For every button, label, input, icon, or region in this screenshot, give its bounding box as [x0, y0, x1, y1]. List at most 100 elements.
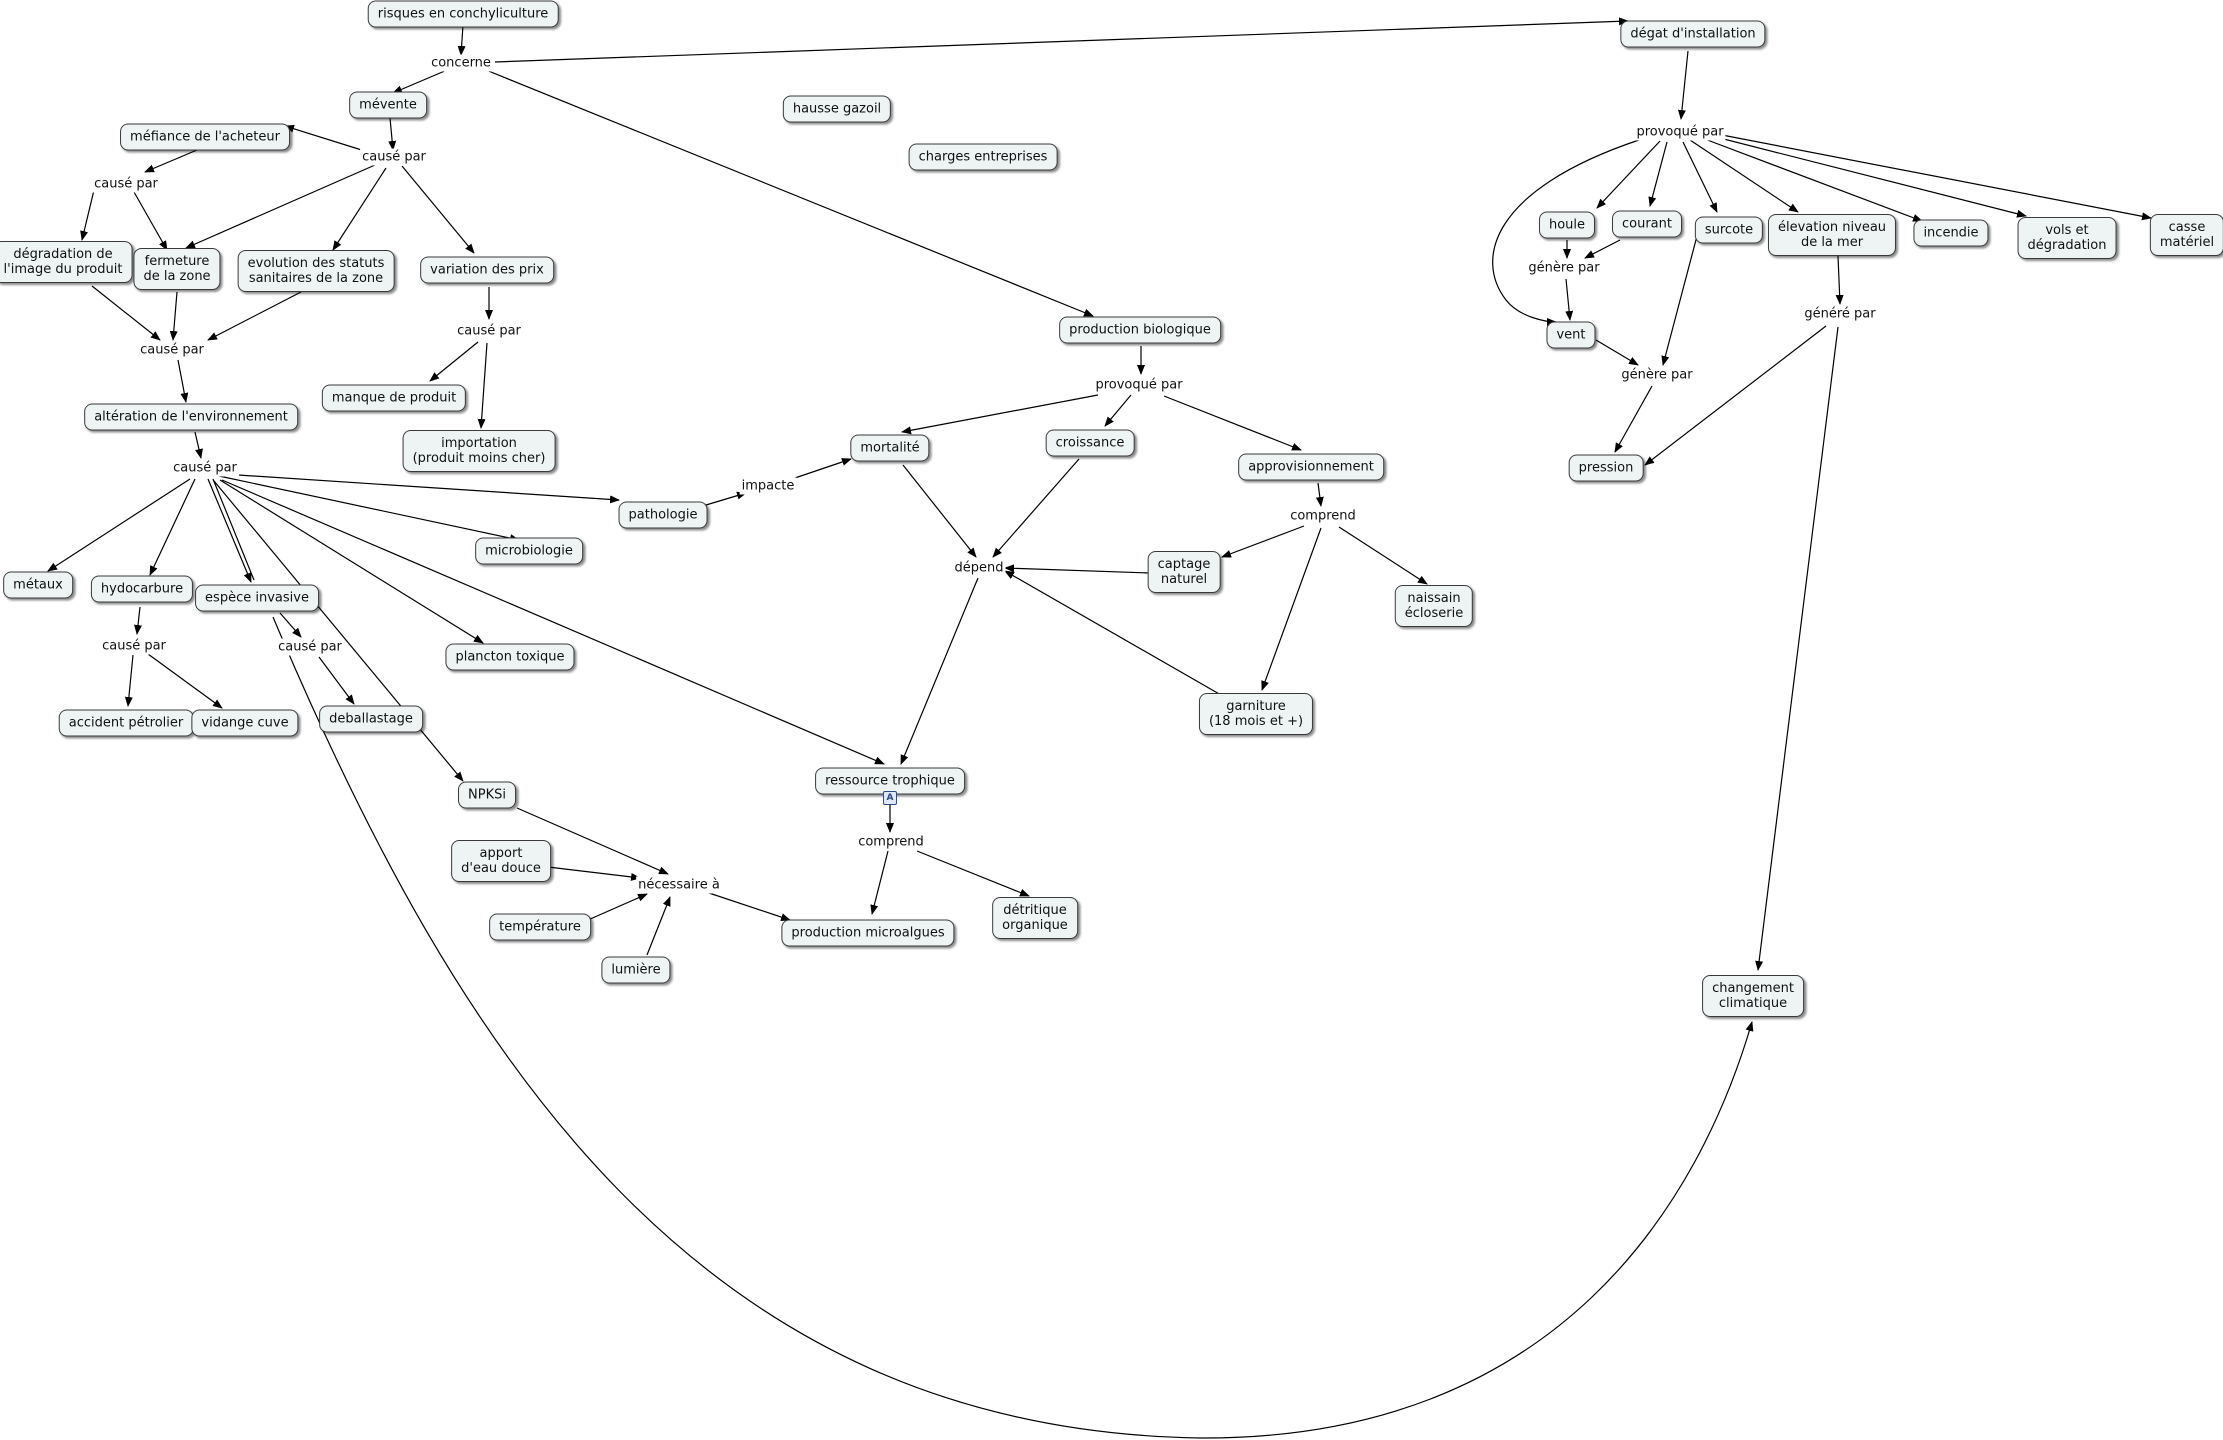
phrase-necessaire-a: nécessaire à — [636, 876, 722, 894]
concept-changement-climatique[interactable]: changement climatique — [1702, 975, 1804, 1017]
concept-variation-prix[interactable]: variation des prix — [420, 256, 554, 284]
connector-line — [1261, 527, 1322, 691]
phrase-cause-par: causé par — [92, 175, 160, 193]
phrase-genere-par: génère par — [1526, 259, 1602, 277]
connector-line — [429, 341, 479, 382]
concept-fermeture-zone[interactable]: fermeture de la zone — [133, 248, 221, 290]
connector-line — [1835, 255, 1844, 305]
connector-line — [1004, 570, 1222, 696]
phrase-cause-par: causé par — [171, 459, 239, 477]
concept-production-biologique[interactable]: production biologique — [1059, 316, 1221, 344]
concept-approvisionnement[interactable]: approvisionnement — [1238, 453, 1384, 481]
concept-vidange-cuve[interactable]: vidange cuve — [191, 709, 299, 737]
concept-importation[interactable]: importation (produit moins cher) — [402, 430, 556, 472]
concept-degat-installation[interactable]: dégat d'installation — [1620, 20, 1766, 48]
connector-line — [646, 896, 671, 956]
concept-metaux[interactable]: métaux — [3, 571, 73, 599]
concept-casse-materiel[interactable]: casse matériel — [2149, 214, 2223, 256]
concept-apport-eau-douce[interactable]: apport d'eau douce — [451, 840, 551, 882]
concept-detritique-organique[interactable]: détritique organique — [992, 897, 1078, 939]
concept-mevente[interactable]: mévente — [349, 91, 427, 119]
connector-line — [222, 473, 620, 504]
connector-line — [279, 612, 302, 638]
concept-houle[interactable]: houle — [1538, 211, 1596, 239]
connector-line — [332, 167, 387, 251]
concept-degradation-image[interactable]: dégradation de l'image du produit — [0, 241, 133, 283]
connector-line — [47, 478, 191, 572]
concept-vent[interactable]: vent — [1546, 321, 1596, 349]
concept-hausse-gazoil[interactable]: hausse gazoil — [782, 95, 892, 123]
concept-risques-en-conchyliculture[interactable]: risques en conchyliculture — [367, 0, 559, 28]
concept-temperature[interactable]: température — [489, 913, 591, 941]
connector-line — [494, 17, 1629, 63]
concept-charges-entreprises[interactable]: charges entreprises — [908, 143, 1058, 171]
connector-line — [587, 893, 648, 921]
connector-line — [1689, 139, 1799, 213]
connector-line — [213, 480, 464, 782]
connector-line — [144, 149, 198, 173]
connector-line — [80, 189, 95, 241]
concept-courant[interactable]: courant — [1612, 210, 1682, 238]
connector-line — [1755, 326, 1839, 971]
connector-line — [185, 164, 376, 249]
connector-line — [91, 285, 161, 341]
connector-line — [992, 458, 1080, 558]
concept-mortalite[interactable]: mortalité — [850, 434, 930, 462]
connector-curve — [272, 616, 1754, 1439]
concept-vols-degradation[interactable]: vols et dégradation — [2017, 217, 2117, 259]
concept-surcote[interactable]: surcote — [1694, 216, 1764, 244]
connector-curve — [1492, 139, 1640, 326]
concept-naissain-ecloserie[interactable]: naissain écloserie — [1394, 585, 1474, 627]
connector-line — [705, 891, 791, 921]
connector-line — [207, 291, 302, 341]
concept-evolution-statuts[interactable]: evolution des statuts sanitaires de la z… — [237, 250, 395, 292]
connector-line — [457, 24, 466, 56]
concept-incendie[interactable]: incendie — [1913, 219, 1989, 247]
phrase-cause-par: causé par — [455, 322, 523, 340]
concept-espece-invasive[interactable]: espèce invasive — [195, 584, 319, 612]
concept-ressource-trophique[interactable]: ressource trophique — [815, 767, 965, 795]
concept-manque-produit[interactable]: manque de produit — [321, 384, 467, 412]
phrase-cause-par: causé par — [100, 637, 168, 655]
phrase-cause-par: causé par — [138, 341, 206, 359]
connector-line — [218, 475, 520, 543]
connector-line — [870, 850, 889, 915]
concept-mefiance-acheteur[interactable]: méfiance de l'acheteur — [120, 123, 290, 151]
connector-line — [1661, 235, 1698, 366]
concept-accident-petrolier[interactable]: accident pétrolier — [58, 709, 194, 737]
concept-captage-naturel[interactable]: captage naturel — [1147, 551, 1221, 593]
concept-deballastage[interactable]: deballastage — [319, 705, 423, 733]
connector-line — [1701, 137, 1923, 222]
concept-alteration-environnement[interactable]: altération de l'environnement — [84, 403, 298, 431]
concept-hydocarbure[interactable]: hydocarbure — [90, 575, 194, 603]
connector-line — [1721, 134, 2152, 221]
connector-line — [1104, 394, 1132, 427]
link-resource-icon[interactable]: A — [883, 791, 897, 805]
connector-line — [705, 491, 747, 506]
concept-elevation-niveau-mer[interactable]: élevation niveau de la mer — [1767, 214, 1897, 256]
phrase-comprend: comprend — [1288, 507, 1358, 525]
connector-line — [547, 866, 641, 881]
connector-line — [1614, 385, 1653, 453]
concept-croissance[interactable]: croissance — [1045, 429, 1135, 457]
connector-line — [219, 479, 484, 644]
concept-plancton-toxique[interactable]: plancton toxique — [445, 643, 575, 671]
connector-line — [788, 458, 852, 481]
connector-line — [1644, 325, 1827, 466]
connector-line — [212, 478, 255, 581]
concept-microbiologie[interactable]: microbiologie — [475, 537, 583, 565]
concept-production-microalgues[interactable]: production microalgues — [781, 919, 955, 947]
concept-pathologie[interactable]: pathologie — [618, 501, 708, 529]
connector-line — [134, 606, 142, 635]
connector-line — [1648, 141, 1668, 207]
concept-lumiere[interactable]: lumière — [601, 956, 671, 984]
concept-npksi[interactable]: NPKSi — [458, 781, 516, 809]
connector-line — [318, 656, 355, 705]
concept-garniture[interactable]: garniture (18 mois et +) — [1198, 693, 1314, 735]
phrase-provoque-par: provoqué par — [1093, 376, 1185, 394]
connector-line — [284, 124, 369, 153]
connector-line — [169, 291, 178, 341]
concept-pression[interactable]: pression — [1568, 454, 1644, 482]
